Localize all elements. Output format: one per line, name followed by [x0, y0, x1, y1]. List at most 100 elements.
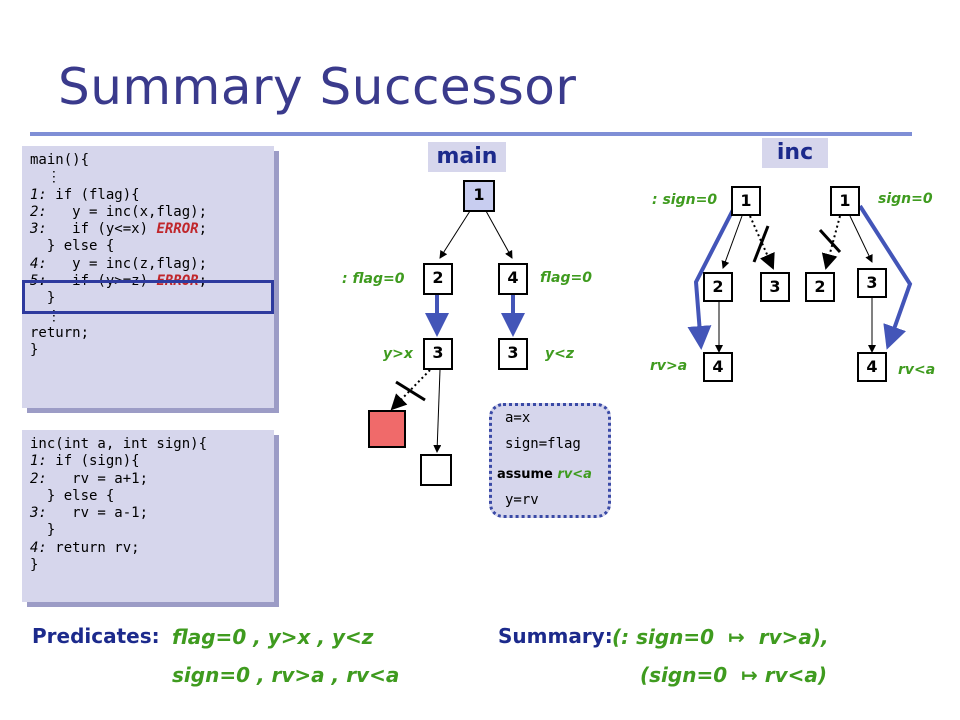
code-text: } else { [30, 238, 115, 255]
code-text: } [30, 522, 56, 539]
assume-predicate: rv<a [557, 467, 592, 482]
edge-cut-right [818, 228, 842, 254]
code-text: return rv; [46, 539, 140, 556]
code-line: inc(int a, int sign){ [30, 436, 274, 453]
code-text: } [30, 290, 56, 307]
summary-heading: Summary: [498, 624, 613, 648]
code-line: 4: return rv; [30, 540, 274, 557]
predicates-line-2: sign=0 , rv>a , rv<a [172, 663, 400, 687]
predicates-heading: Predicates: [32, 624, 160, 648]
inc-right-node-1: 1 [830, 186, 860, 216]
label-not-flag: : flag=0 [342, 271, 405, 287]
code-line: } [30, 522, 274, 539]
edge-r1-r3 [849, 215, 873, 263]
line-number: 1: [30, 453, 47, 470]
edge-1-4 [485, 210, 513, 259]
inc-right-node-3: 3 [857, 268, 887, 298]
inc-right-node-2: 2 [805, 272, 835, 302]
code-line: return; [30, 325, 274, 342]
code-text: } else { [30, 487, 115, 504]
code-line: 1: if (flag){ [30, 187, 274, 204]
code-text: rv = a+1; [46, 470, 149, 487]
main-node-2: 2 [423, 263, 453, 295]
code-line: 1: if (sign){ [30, 453, 274, 470]
code-line: 3: rv = a-1; [30, 505, 274, 522]
edge-cut-left [752, 225, 770, 263]
code-text: rv = a-1; [46, 505, 149, 522]
code-line: } [30, 557, 274, 574]
code-text: } [30, 342, 39, 359]
error-node [368, 410, 406, 448]
code-text: if (sign){ [46, 453, 140, 470]
code-line: 2: rv = a+1; [30, 471, 274, 488]
code-text: return; [30, 324, 90, 341]
label-rv-gt-a: rv>a [650, 358, 688, 374]
label-rv-lt-a: rv<a [898, 362, 936, 378]
label-sign: sign=0 [878, 191, 933, 207]
line-number: 2: [30, 470, 47, 487]
label-yz: y<z [545, 346, 575, 362]
code-tail: ; [198, 221, 208, 238]
main-node-3a: 3 [423, 338, 453, 370]
code-text: } [30, 557, 39, 574]
label-flag: flag=0 [540, 270, 592, 286]
summary-arrow-left [687, 205, 737, 350]
code-line: } [30, 290, 274, 307]
inc-left-node-4: 4 [703, 352, 733, 382]
error-keyword: ERROR [156, 221, 199, 238]
slide-title: Summary Successor [58, 58, 577, 116]
code-text: main(){ [30, 152, 90, 168]
summary-line-ax: a=x [505, 410, 531, 426]
inc-code-box: inc(int a, int sign){1: if (sign){2: rv … [22, 430, 274, 602]
title-rule [30, 132, 912, 136]
inc-right-node-4: 4 [857, 352, 887, 382]
inc-left-node-1: 1 [731, 186, 761, 216]
code-line: } else { [30, 488, 274, 505]
code-line: 3: if (y<=x) ERROR; [30, 221, 274, 238]
line-number: 3: [30, 505, 47, 522]
code-line: } [30, 342, 274, 359]
edge-l1-l2 [721, 215, 743, 269]
assume-keyword: assume [497, 467, 553, 482]
main-node-1: 1 [463, 180, 495, 212]
code-text: if (y<=x) [46, 221, 157, 238]
summary-assume: assume rv<a [497, 467, 592, 482]
summary-instance-box [489, 403, 611, 518]
inc-left-node-3: 3 [760, 272, 790, 302]
main-node-4: 4 [498, 263, 528, 295]
line-number: 4: [30, 255, 47, 272]
code-text: if (flag){ [46, 186, 140, 203]
line-number: 3: [30, 221, 47, 238]
inc-left-node-2: 2 [703, 272, 733, 302]
edge-cut-main [395, 380, 426, 402]
label-yx: y>x [383, 346, 413, 362]
code-line: 2: y = inc(x,flag); [30, 204, 274, 221]
code-text: y = inc(z,flag); [46, 255, 208, 272]
inc-tab: inc [762, 138, 828, 168]
edge-r1-r2 [821, 215, 841, 270]
code-line: 4: y = inc(z,flag); [30, 256, 274, 273]
edge-3-error [390, 369, 431, 411]
exit-node [420, 454, 452, 486]
code-text: y = inc(x,flag); [46, 203, 208, 220]
summary-line-sign: sign=flag [505, 436, 581, 452]
summary-line-yrv: y=rv [505, 492, 539, 508]
edge-3-empty [433, 369, 442, 453]
summary-line-2: (sign=0 ↦ rv<a) [640, 663, 828, 687]
code-line: main(){ [30, 152, 274, 169]
code-text: ⋮ [30, 169, 61, 186]
summary-line-1: (: sign=0 ↦ rv>a), [612, 625, 829, 649]
code-line: ⋮ [30, 169, 274, 186]
predicates-line-1: flag=0 , y>x , y<z [172, 625, 374, 649]
main-node-3b: 3 [498, 338, 528, 370]
line-number: 1: [30, 186, 47, 203]
line-number: 2: [30, 203, 47, 220]
code-line: } else { [30, 238, 274, 255]
line-number: 4: [30, 539, 47, 556]
edge-1-2 [439, 210, 471, 259]
main-tab: main [428, 142, 506, 172]
summary-arrow-right [858, 204, 913, 350]
highlight-call-line [22, 280, 274, 314]
label-not-sign: : sign=0 [652, 192, 718, 208]
